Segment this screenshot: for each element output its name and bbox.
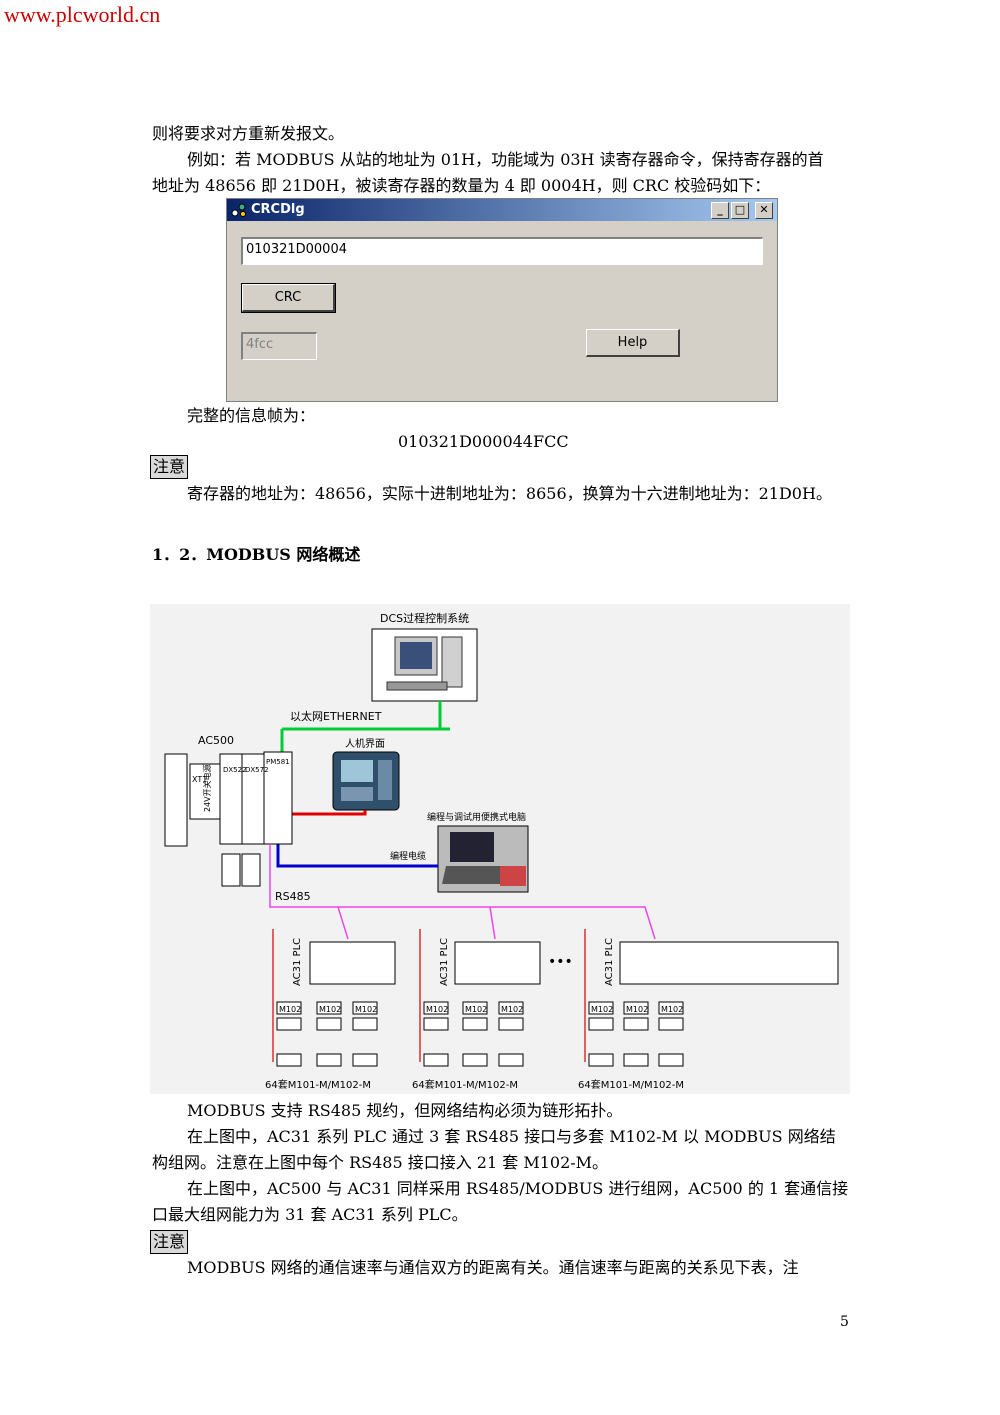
rs485-label: RS485 xyxy=(275,890,311,903)
close-button[interactable]: ✕ xyxy=(755,202,773,219)
ethernet-label: 以太网ETHERNET xyxy=(290,710,382,723)
dialog-title-bar: CRCDlg _ □ ✕ xyxy=(227,199,777,221)
hmi-link xyxy=(288,810,367,816)
paragraph-line: 则将要求对方重新发报文。 xyxy=(152,124,345,143)
xt1-label: XT1 xyxy=(192,775,207,784)
paragraph-line: 构组网。注意在上图中每个 RS485 接口接入 21 套 M102-M。 xyxy=(152,1153,609,1172)
help-button[interactable]: Help xyxy=(586,329,680,357)
prog-cable-label: 编程电缆 xyxy=(390,850,426,862)
ac500-label: AC500 xyxy=(198,734,234,747)
paragraph-line: 地址为 48656 即 21D0H，被读寄存器的数量为 4 即 0004H，则 … xyxy=(152,176,771,195)
modbus-network-diagram: DCS过程控制系统 以太网ETHERNET 人机界面 编程与调试用便携式电脑 编… xyxy=(150,604,850,1094)
laptop-icon xyxy=(437,825,529,893)
ac31-group: AC31 PLC M102 M102 M102 xyxy=(419,929,541,1067)
module-label: DX572 xyxy=(245,766,269,774)
note-tag: 注意 xyxy=(150,455,189,479)
module-label: DX522 xyxy=(223,766,247,774)
paragraph-line: 在上图中，AC31 系列 PLC 通过 3 套 RS485 接口与多套 M102… xyxy=(187,1127,836,1146)
power-label: 24V开关电源 xyxy=(202,764,212,812)
dcs-computer-icon xyxy=(371,628,478,702)
m102-label: M102 xyxy=(279,1005,301,1014)
group-caption: 64套M101-M/M102-M xyxy=(412,1078,518,1091)
crc-button[interactable]: CRC xyxy=(241,283,336,313)
ac500-rack xyxy=(164,751,293,887)
m102-label: M102 xyxy=(426,1005,448,1014)
paragraph-line: 口最大组网能力为 31 套 AC31 系列 PLC。 xyxy=(152,1205,468,1224)
m102-label: M102 xyxy=(626,1005,648,1014)
page-number: 5 xyxy=(840,1314,849,1330)
ac31-label: AC31 PLC xyxy=(439,938,450,986)
paragraph-line: 例如：若 MODBUS 从站的地址为 01H，功能域为 03H 读寄存器命令，保… xyxy=(187,150,824,169)
crc-input-field[interactable]: 010321D00004 xyxy=(241,237,763,265)
m102-label: M102 xyxy=(501,1005,523,1014)
maximize-button[interactable]: □ xyxy=(731,202,749,219)
m102-label: M102 xyxy=(355,1005,377,1014)
dcs-label: DCS过程控制系统 xyxy=(380,611,469,625)
m102-label: M102 xyxy=(661,1005,683,1014)
pm581-label: PM581 xyxy=(266,758,290,766)
paragraph-line: 在上图中，AC500 与 AC31 同样采用 RS485/MODBUS 进行组网… xyxy=(187,1179,849,1198)
minimize-button[interactable]: _ xyxy=(711,202,729,219)
ac31-label: AC31 PLC xyxy=(604,938,615,986)
group-caption: 64套M101-M/M102-M xyxy=(578,1078,684,1091)
m102-label: M102 xyxy=(465,1005,487,1014)
group-caption: 64套M101-M/M102-M xyxy=(265,1078,371,1091)
ac31-label: AC31 PLC xyxy=(292,938,303,986)
app-icon xyxy=(231,203,246,217)
frame-value: 010321D000044FCC xyxy=(398,432,569,451)
m102-label: M102 xyxy=(319,1005,341,1014)
hmi-panel-icon xyxy=(332,751,400,811)
note-text: MODBUS 网络的通信速率与通信双方的距离有关。通信速率与距离的关系见下表，注 xyxy=(187,1258,799,1277)
m102-label: M102 xyxy=(591,1005,613,1014)
ellipsis: ••• xyxy=(548,954,573,970)
watermark[interactable]: www.plcworld.cn xyxy=(4,2,161,27)
note-text: 寄存器的地址为：48656，实际十进制地址为：8656，换算为十六进制地址为：2… xyxy=(187,484,832,503)
dialog-title: CRCDlg xyxy=(251,202,305,217)
ac31-group: AC31 PLC M102 M102 M102 xyxy=(272,929,396,1067)
hmi-label: 人机界面 xyxy=(345,737,385,750)
ac31-group: AC31 PLC M102 M102 M102 xyxy=(584,929,839,1067)
crc-result-field: 4fcc xyxy=(241,332,317,360)
paragraph-line: MODBUS 支持 RS485 规约，但网络结构必须为链形拓扑。 xyxy=(187,1101,623,1120)
frame-label: 完整的信息帧为： xyxy=(187,406,316,425)
crc-dialog: CRCDlg _ □ ✕ 010321D00004 CRC 4fcc Help xyxy=(226,198,778,402)
rs485-bus xyxy=(269,844,656,940)
note-tag: 注意 xyxy=(150,1230,189,1254)
laptop-label: 编程与调试用便携式电脑 xyxy=(427,811,526,823)
section-heading: 1．2．MODBUS 网络概述 xyxy=(152,545,361,564)
